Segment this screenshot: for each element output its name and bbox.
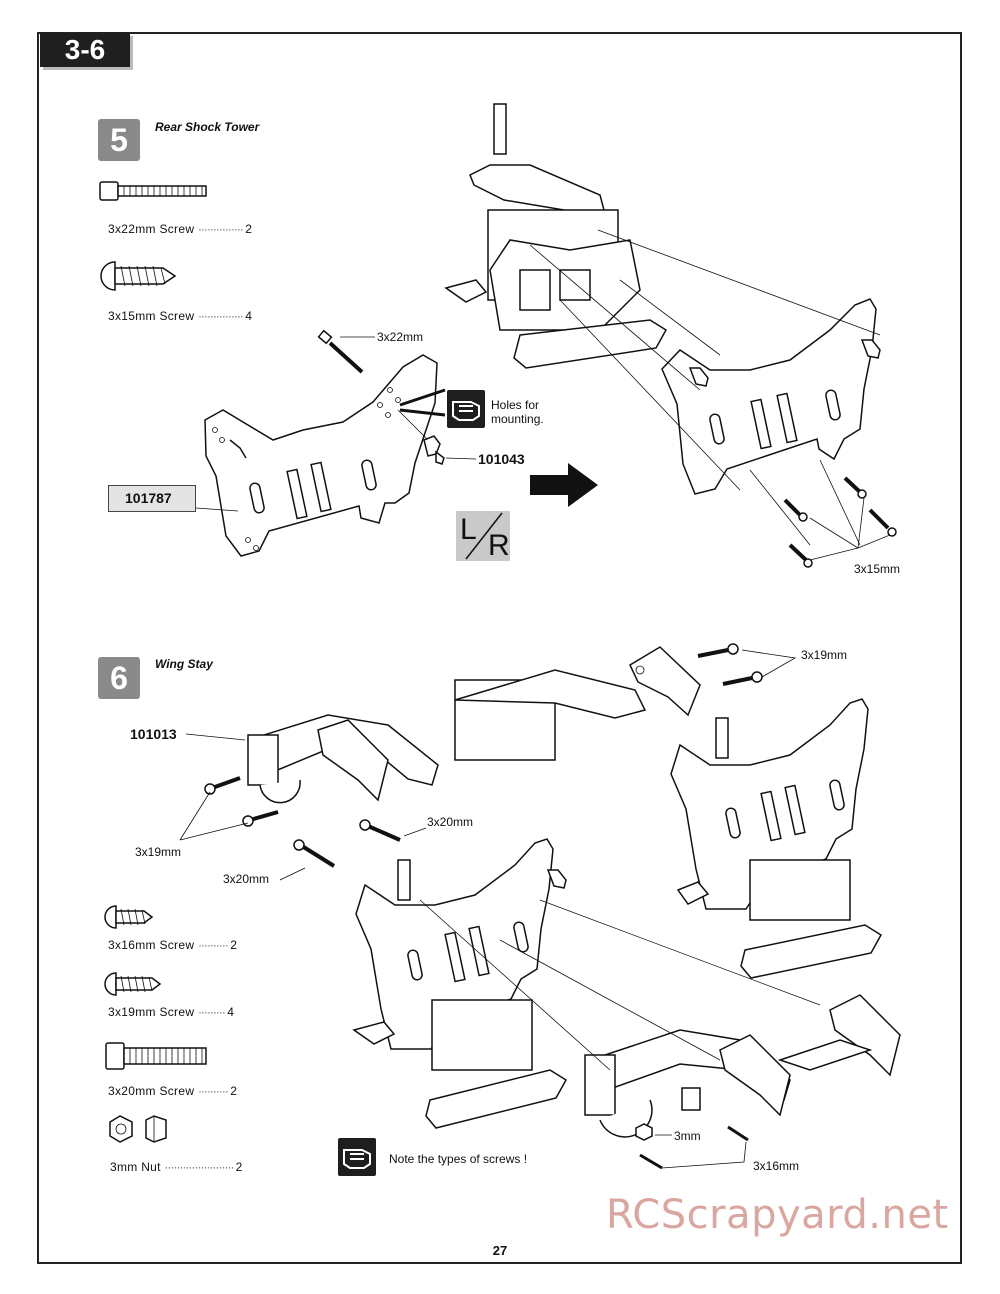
screw-3x15-icon <box>100 261 177 291</box>
screw-3x16-icon <box>104 905 154 929</box>
callout-3x20-b: 3x20mm <box>223 872 270 886</box>
part-3mm-nut-name: 3mm Nut <box>110 1160 161 1174</box>
part-3x19-screw: 3x19mm Screw ········· 4 <box>108 1005 235 1019</box>
section-tab: 3-6 <box>40 33 130 67</box>
part-101013: 101013 <box>130 726 177 742</box>
part-3x15-qty: 4 <box>245 309 253 323</box>
part-3x15-name: 3x15mm Screw <box>108 309 195 323</box>
pointing-hand-icon-2 <box>338 1138 376 1176</box>
step-6-badge: 6 <box>98 657 140 699</box>
part-3x16-name: 3x16mm Screw <box>108 938 195 952</box>
nut-3mm-icon <box>109 1115 167 1143</box>
callout-3x22: 3x22mm <box>377 330 424 344</box>
callout-3x20-a: 3x20mm <box>427 815 474 829</box>
lr-right: R <box>488 529 510 562</box>
tower-3x15-screws-icon <box>749 459 897 568</box>
rear-tower-small-icon <box>670 698 883 979</box>
ball-stud-icon <box>423 435 477 465</box>
rear-assembly-icon <box>444 103 668 369</box>
shock-tower-icon <box>204 354 438 557</box>
left-right-badge: L R <box>456 511 510 562</box>
callout-3x19-top: 3x19mm <box>801 648 848 662</box>
screw-3x20-icon <box>105 1042 207 1070</box>
step-5-badge: 5 <box>98 119 140 161</box>
part-3x20-qty: 2 <box>230 1084 238 1098</box>
part-101043: 101043 <box>478 451 525 467</box>
rear-tower-assembly-icon <box>352 838 568 1129</box>
part-3x22-name: 3x22mm Screw <box>108 222 195 236</box>
part-3x22-screw: 3x22mm Screw ··············· 2 <box>108 222 253 236</box>
part-3x16-screw: 3x16mm Screw ·········· 2 <box>108 938 238 952</box>
rear-tower-icon <box>661 298 881 495</box>
lr-left: L <box>460 513 477 546</box>
screw-3x22-icon <box>99 181 207 201</box>
part-3x20-name: 3x20mm Screw <box>108 1084 195 1098</box>
callout-3x16: 3x16mm <box>753 1159 800 1173</box>
part-3x20-screw: 3x20mm Screw ·········· 2 <box>108 1084 238 1098</box>
part-3mm-nut: 3mm Nut ······················· 2 <box>110 1160 243 1174</box>
step-6-title: Wing Stay <box>155 657 213 671</box>
part-3x16-qty: 2 <box>230 938 238 952</box>
tower-screw-icon <box>317 329 375 374</box>
screw-types-note: Note the types of screws ! <box>389 1152 528 1166</box>
part-3x15-screw: 3x15mm Screw ··············· 4 <box>108 309 253 323</box>
page-number: 27 <box>492 1243 508 1258</box>
callout-3x19-left: 3x19mm <box>135 845 182 859</box>
wing-stay-icon <box>246 646 701 804</box>
holes-note: Holes for mounting. <box>491 398 544 426</box>
wing-3x20-screws-icon <box>279 819 427 881</box>
part-3x19-qty: 4 <box>227 1005 235 1019</box>
screw-3x19-icon <box>104 972 162 996</box>
callout-3x15: 3x15mm <box>854 562 901 576</box>
part-3x19-name: 3x19mm Screw <box>108 1005 195 1019</box>
callout-3mm-nut: 3mm <box>674 1129 701 1143</box>
wing-3x19-screws-icon <box>179 643 797 841</box>
arrow-right-icon <box>530 463 598 507</box>
part-3mm-nut-qty: 2 <box>235 1160 243 1174</box>
part-3x22-qty: 2 <box>245 222 253 236</box>
page-frame <box>37 32 962 1264</box>
step-5-title: Rear Shock Tower <box>155 120 260 134</box>
wing-stay-lower-icon <box>584 994 901 1170</box>
part-101787: 101787 <box>108 485 196 512</box>
pointing-hand-icon <box>447 390 485 428</box>
watermark: RCScrapyard.net <box>606 1192 949 1238</box>
